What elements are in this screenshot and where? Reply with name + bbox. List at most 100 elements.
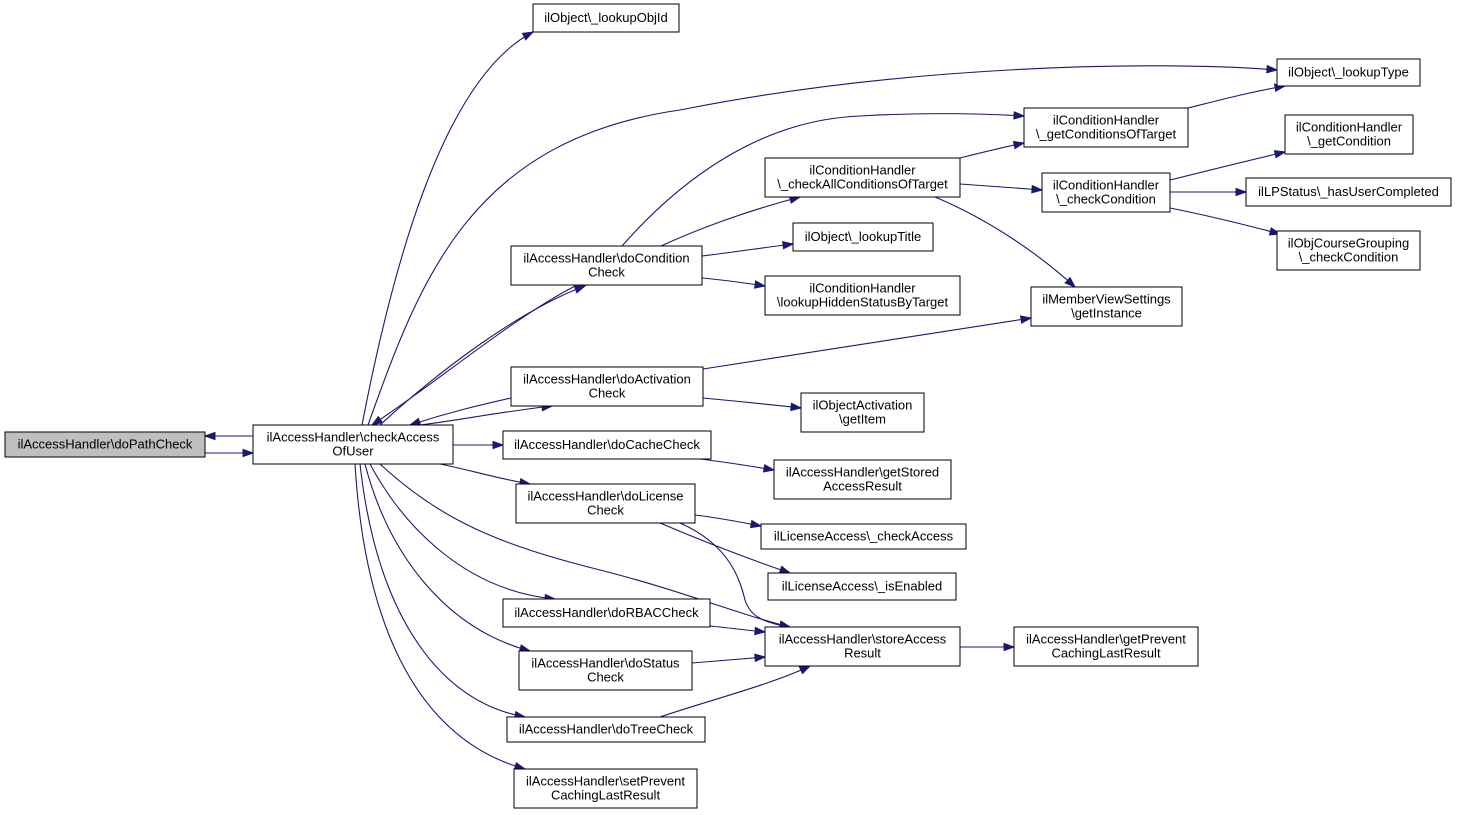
node-checkAllConditionsOfTarget[interactable]: ilConditionHandler\_checkAllConditionsOf…: [764, 157, 961, 198]
node-courseGroupingCheck[interactable]: ilObjCourseGrouping\_checkCondition: [1276, 230, 1421, 271]
node-label: ilConditionHandler: [809, 281, 916, 296]
edge-line: [379, 285, 586, 426]
edge-checkAccessOfUser-to-doCacheCheck: [453, 440, 505, 450]
edge-doConditionCheck-to-checkAllConditionsOfTarget: [660, 195, 802, 247]
node-label: ilAccessHandler\setPrevent: [526, 774, 685, 789]
edge-doTreeCheck-to-storeAccessResult: [659, 665, 812, 718]
arrowhead: [573, 285, 587, 294]
node-box: [764, 157, 961, 198]
node-box: [1284, 114, 1414, 155]
arrowhead: [492, 440, 505, 450]
edge-line: [439, 463, 531, 485]
arrowhead: [782, 240, 795, 250]
edge-line: [379, 463, 791, 628]
node-label: ilAccessHandler\getPrevent: [1026, 632, 1186, 647]
edge-line: [1187, 85, 1286, 109]
edge-doStatusCheck-to-storeAccessResult: [691, 653, 767, 664]
node-label: \_checkAllConditionsOfTarget: [777, 177, 948, 192]
node-lookupObjId[interactable]: ilObject\_lookupObjId: [532, 3, 680, 33]
node-activationGetItem[interactable]: ilObjectActivation\getItem: [800, 392, 925, 433]
node-setPreventCaching[interactable]: ilAccessHandler\setPreventCachingLastRes…: [513, 768, 698, 809]
edge-line: [699, 458, 775, 471]
edge-line: [409, 397, 512, 426]
arrowhead: [754, 653, 767, 663]
edge-checkCondition-to-hasUserCompleted: [1169, 187, 1248, 197]
arrowhead: [203, 431, 216, 441]
node-box: [767, 572, 957, 601]
node-memberViewGetInstance[interactable]: ilMemberViewSettings\getInstance: [1030, 286, 1183, 327]
node-label: ilAccessHandler\doRBACCheck: [514, 605, 699, 620]
node-label: ilMemberViewSettings: [1042, 292, 1171, 307]
edge-doLicenseCheck-to-licenseCheckAccess: [694, 514, 763, 529]
edge-checkCondition-to-getCondition: [1169, 150, 1287, 181]
edge-doActivationCheck-to-memberViewGetInstance: [702, 315, 1033, 370]
node-box: [1276, 58, 1421, 87]
node-box: [532, 3, 680, 33]
edge-checkAccessOfUser-to-doConditionCheck: [379, 285, 587, 426]
node-box: [1245, 177, 1452, 207]
node-box: [252, 424, 454, 465]
edge-checkCondition-to-courseGroupingCheck: [1169, 207, 1282, 236]
node-lookupType[interactable]: ilObject\_lookupType: [1276, 58, 1421, 87]
node-label: \_getConditionsOfTarget: [1036, 127, 1177, 142]
edge-line: [1169, 151, 1286, 181]
edge-doRBACCheck-to-storeAccessResult: [709, 625, 767, 636]
edge-line: [371, 285, 576, 426]
edge-doConditionCheck-to-checkAccessOfUser: [370, 285, 576, 426]
node-getPreventCaching[interactable]: ilAccessHandler\getPreventCachingLastRes…: [1013, 626, 1199, 667]
node-lookupHiddenStatus[interactable]: ilConditionHandler\lookupHiddenStatusByT…: [764, 275, 961, 316]
arrowhead: [1031, 184, 1044, 194]
edge-checkAllConditionsOfTarget-to-memberViewGetInstance: [934, 196, 1077, 288]
node-getCondition[interactable]: ilConditionHandler\_getCondition: [1284, 114, 1414, 155]
edge-checkAccessOfUser-to-doStatusCheck: [364, 463, 532, 653]
node-box: [764, 626, 961, 667]
node-label: ilConditionHandler: [809, 163, 916, 178]
node-label: ilAccessHandler\doActivation: [523, 372, 691, 387]
edge-checkAccessOfUser-to-doLicenseCheck: [439, 463, 532, 487]
edge-line: [367, 65, 1278, 426]
arrowhead: [1235, 187, 1248, 197]
arrowhead: [749, 519, 763, 529]
node-hasUserCompleted[interactable]: ilLPStatus\_hasUserCompleted: [1245, 177, 1452, 207]
node-box: [773, 459, 952, 500]
node-label: \getInstance: [1071, 306, 1142, 321]
node-checkCondition[interactable]: ilConditionHandler\_checkCondition: [1041, 172, 1171, 213]
edge-doConditionCheck-to-getConditionsOfTarget: [621, 111, 1026, 247]
arrowhead: [370, 415, 384, 426]
node-label: ilConditionHandler: [1053, 113, 1160, 128]
edge-doActivationCheck-to-checkAccessOfUser: [408, 397, 512, 426]
node-getConditionsOfTarget[interactable]: ilConditionHandler\_getConditionsOfTarge…: [1023, 107, 1189, 148]
edge-line: [369, 463, 556, 600]
node-doTreeCheck[interactable]: ilAccessHandler\doTreeCheck: [506, 716, 706, 743]
edge-line: [359, 463, 526, 718]
node-lookupTitle[interactable]: ilObject\_lookupTitle: [792, 222, 934, 252]
node-licenseCheckAccess[interactable]: ilLicenseAccess\_checkAccess: [760, 523, 967, 550]
arrowhead: [762, 464, 776, 473]
node-label: Result: [844, 646, 881, 661]
node-box: [502, 598, 711, 628]
node-label: \_checkCondition: [1299, 250, 1399, 265]
node-doCacheCheck[interactable]: ilAccessHandler\doCacheCheck: [502, 430, 712, 460]
node-label: ilAccessHandler\doLicense: [527, 489, 683, 504]
node-doPathCheck[interactable]: ilAccessHandler\doPathCheck: [4, 431, 206, 458]
node-licenseIsEnabled[interactable]: ilLicenseAccess\_isEnabled: [767, 572, 957, 601]
node-label: CachingLastResult: [1051, 646, 1161, 661]
node-label: ilLicenseAccess\_isEnabled: [782, 579, 942, 594]
node-box: [510, 245, 703, 286]
node-doRBACCheck[interactable]: ilAccessHandler\doRBACCheck: [502, 598, 711, 628]
node-label: ilObject\_lookupObjId: [544, 10, 668, 25]
node-label: \lookupHiddenStatusByTarget: [777, 295, 949, 310]
edge-line: [959, 183, 1043, 191]
arrowhead: [778, 565, 792, 574]
edge-checkAccessOfUser-to-doTreeCheck: [359, 463, 527, 720]
node-label: ilAccessHandler\checkAccess: [267, 430, 440, 445]
edge-checkAccessOfUser-to-doActivationCheck: [419, 402, 554, 426]
arrowhead: [1266, 64, 1279, 74]
